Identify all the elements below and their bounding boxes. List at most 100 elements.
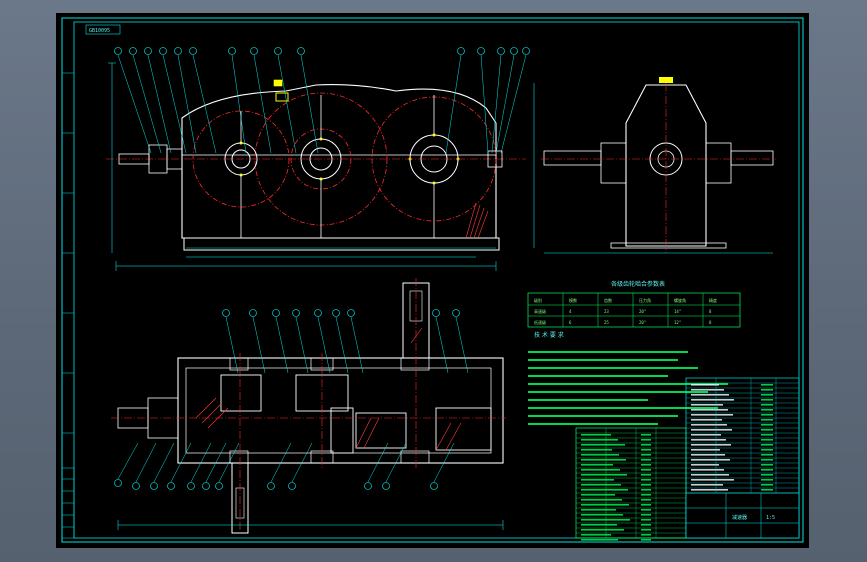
mesh-r1c3: 20° xyxy=(639,320,646,325)
parts-row-text xyxy=(641,474,651,476)
balloon xyxy=(382,482,390,490)
mesh-r0c5: 8 xyxy=(709,309,712,314)
balloon xyxy=(477,47,485,55)
parts-row-text xyxy=(691,414,733,416)
parts-row-text xyxy=(761,484,773,486)
balloon-leader xyxy=(135,442,157,483)
parts-row-text xyxy=(641,509,651,511)
mesh-h1: 模数 xyxy=(569,297,577,303)
balloon xyxy=(222,309,230,317)
parts-row-text xyxy=(761,409,773,411)
mesh-r1c4: 12° xyxy=(674,320,681,325)
balloon-leader xyxy=(192,54,217,154)
balloon xyxy=(364,482,372,490)
parts-row-text xyxy=(691,454,725,456)
parts-row-text xyxy=(641,444,651,446)
left-stamp-box xyxy=(61,467,75,539)
plan-view xyxy=(111,278,506,534)
balloon xyxy=(215,482,223,490)
parts-row-text xyxy=(761,434,773,436)
balloon-leader xyxy=(435,316,449,374)
parts-row-text xyxy=(581,534,611,536)
balloon-leader xyxy=(491,54,502,154)
parts-row-text xyxy=(761,464,773,466)
parts-row-text xyxy=(581,474,627,476)
ribs xyxy=(240,95,435,238)
parts-row-text xyxy=(641,484,651,486)
parts-row-text xyxy=(641,489,651,491)
balloon xyxy=(314,309,322,317)
parts-row-text xyxy=(641,494,651,496)
balloon xyxy=(167,482,175,490)
balloon-leader xyxy=(495,54,515,154)
parts-row-text xyxy=(691,384,719,386)
note-line xyxy=(528,423,658,425)
note-line xyxy=(528,407,718,409)
parts-row-text xyxy=(691,464,719,466)
section-hatch xyxy=(195,327,462,451)
parts-row-text xyxy=(581,514,623,516)
mesh-r0c4: 14° xyxy=(674,309,681,314)
parts-row-text xyxy=(691,429,732,431)
balloon-leader xyxy=(291,442,313,483)
parts-row-text xyxy=(761,399,773,401)
parts-row-text xyxy=(581,449,612,451)
balloon-leader xyxy=(367,442,389,483)
parts-row-text xyxy=(761,479,773,481)
note-line xyxy=(528,359,678,361)
parts-row-text xyxy=(761,474,773,476)
parts-row-text xyxy=(691,424,727,426)
vent-plug xyxy=(275,92,289,102)
mesh-r0c2: 23 xyxy=(604,309,609,314)
parts-row-text xyxy=(691,484,723,486)
parts-row-text xyxy=(761,414,773,416)
parts-row-text xyxy=(761,419,773,421)
code-box xyxy=(85,24,121,35)
base-plate xyxy=(183,237,500,251)
parts-row-text xyxy=(691,394,729,396)
parts-row-text xyxy=(761,439,773,441)
balloon-leader xyxy=(252,316,266,374)
note-line xyxy=(528,375,668,377)
parts-row-text xyxy=(761,454,773,456)
balloon-leader xyxy=(170,442,192,483)
mesh-h4: 螺旋角 xyxy=(674,297,686,303)
note-line xyxy=(528,415,678,417)
balloon xyxy=(452,309,460,317)
balloon xyxy=(510,47,518,55)
balloons-front xyxy=(114,47,530,154)
parts-row-text xyxy=(761,444,773,446)
parts-row-text xyxy=(641,439,651,441)
parts-row-text xyxy=(691,474,729,476)
mesh-r0c3: 20° xyxy=(639,309,646,314)
outer-frame xyxy=(61,17,804,543)
parts-row-text xyxy=(581,494,615,496)
balloon xyxy=(144,47,152,55)
bearings xyxy=(229,357,430,464)
parts-row-text xyxy=(761,394,773,396)
note-line xyxy=(528,391,708,393)
parts-row-text xyxy=(581,434,611,436)
balloon-leader xyxy=(270,442,292,483)
balloon xyxy=(267,482,275,490)
balloon-leader xyxy=(385,442,407,483)
balloon xyxy=(132,482,140,490)
balloon xyxy=(174,47,182,55)
mesh-h5: 精度 xyxy=(709,297,717,303)
balloon-leader xyxy=(480,54,489,154)
balloons-plan xyxy=(114,309,469,490)
mesh-r1c2: 25 xyxy=(604,320,609,325)
mesh-r1c5: 8 xyxy=(709,320,712,325)
mesh-r1c1: 6 xyxy=(569,320,572,325)
note-line xyxy=(528,383,728,385)
parts-row-text xyxy=(761,424,773,426)
balloon-leader xyxy=(117,442,139,480)
balloon xyxy=(150,482,158,490)
parts-row-text xyxy=(691,419,722,421)
side-vent xyxy=(659,77,673,83)
oil-gauge-hatch xyxy=(465,202,489,239)
parts-row-text xyxy=(641,459,651,461)
balloon-leader xyxy=(455,316,469,374)
parts-row-text xyxy=(581,439,618,441)
balloon-leader xyxy=(300,54,319,154)
